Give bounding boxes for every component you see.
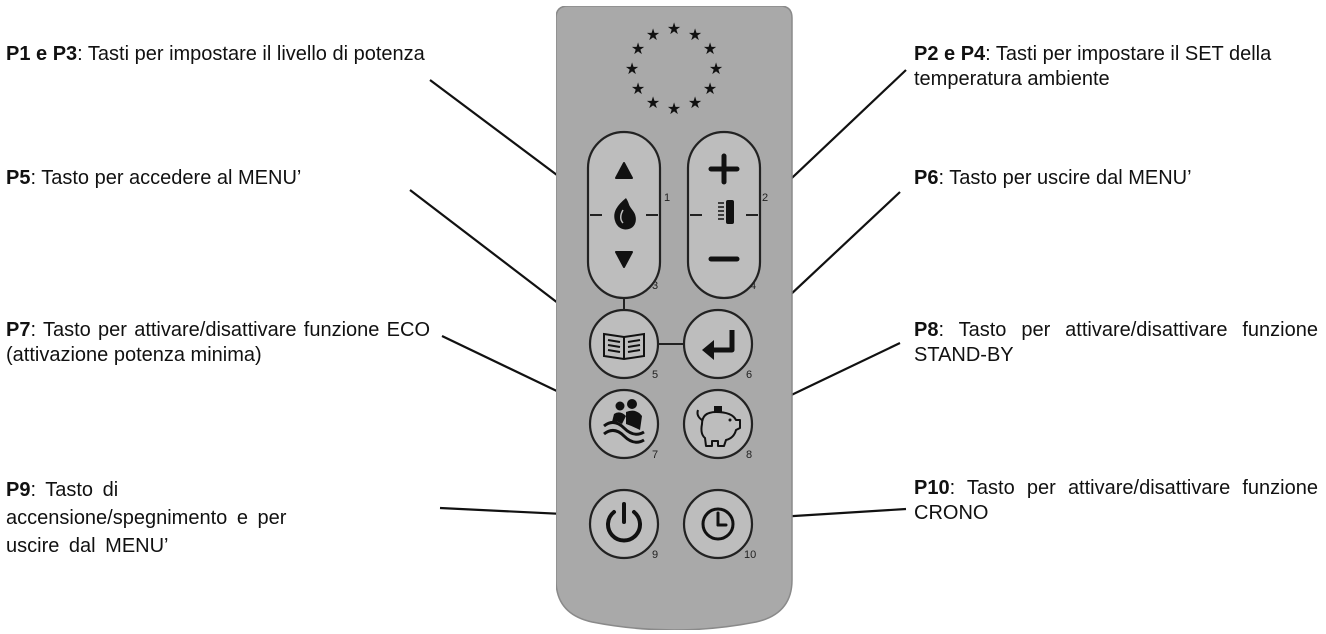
button-number-2: 2 <box>762 192 768 204</box>
callout-p6: P6: Tasto per uscire dal MENU’ <box>914 166 1324 191</box>
svg-text:★: ★ <box>646 93 660 112</box>
callout-key: P1 e P3 <box>6 43 78 65</box>
callout-key: P7 <box>6 319 31 341</box>
b2-plus-button[interactable] <box>708 153 740 185</box>
button-number-4: 4 <box>750 280 756 292</box>
power-level-buttons <box>586 130 662 300</box>
b1-up-button[interactable] <box>615 162 633 179</box>
power-icon <box>606 502 642 543</box>
remote-control: ★ ★ ★ ★ ★ ★ ★ ★ ★ ★ ★ ★ <box>556 6 793 630</box>
callout-text: : Tasto per accedere al MENU’ <box>30 167 302 189</box>
callout-p9: P9: Tasto di accensione/spegnimento e pe… <box>6 476 346 560</box>
button-numbers: 1 2 3 4 5 6 7 8 9 10 <box>652 192 768 561</box>
callout-key: P10 <box>914 477 950 499</box>
flame-icon <box>612 195 638 231</box>
button-number-8: 8 <box>746 449 752 461</box>
callout-p1-p3: P1 e P3: Tasti per impostare il livello … <box>6 42 436 67</box>
b6-exit-button[interactable] <box>682 308 754 380</box>
button-number-5: 5 <box>652 369 658 381</box>
svg-text:★: ★ <box>703 79 717 98</box>
b3-down-button[interactable] <box>615 251 633 268</box>
piggy-bank-icon <box>696 406 741 447</box>
eco-wave-icon <box>603 399 645 444</box>
svg-text:★: ★ <box>709 59 723 78</box>
callout-text: : Tasti per impostare il livello di pote… <box>77 43 425 65</box>
button-number-9: 9 <box>652 549 658 561</box>
book-menu-icon <box>603 332 645 361</box>
callout-key: P2 e P4 <box>914 43 986 65</box>
callout-text: : Tasto di accensione/spegnimento e per … <box>6 479 287 557</box>
callout-p5: P5: Tasto per accedere al MENU’ <box>6 166 436 191</box>
callout-p8: P8: Tasto per attivare/disattivare funzi… <box>914 318 1318 368</box>
svg-text:★: ★ <box>667 99 681 118</box>
plus-icon <box>708 153 740 185</box>
button-number-10: 10 <box>744 549 756 561</box>
callout-key: P9 <box>6 479 31 501</box>
callout-text: : Tasto per attivare/disattivare funzion… <box>6 319 430 366</box>
thermometer-icon <box>718 200 734 224</box>
svg-text:★: ★ <box>646 25 660 44</box>
callout-p7: P7: Tasto per attivare/disattivare funzi… <box>6 318 430 368</box>
callout-text: : Tasto per uscire dal MENU’ <box>938 167 1192 189</box>
button-number-1: 1 <box>664 192 670 204</box>
callout-p2-p4: P2 e P4: Tasti per impostare il SET dell… <box>914 42 1324 92</box>
button-number-7: 7 <box>652 449 658 461</box>
eu-stars-icon: ★ ★ ★ ★ ★ ★ ★ ★ ★ ★ ★ ★ <box>625 19 723 118</box>
svg-text:★: ★ <box>703 39 717 58</box>
callout-key: P5 <box>6 167 31 189</box>
svg-text:★: ★ <box>688 25 702 44</box>
svg-text:★: ★ <box>631 39 645 58</box>
b5-menu-button[interactable] <box>588 308 660 380</box>
button-number-6: 6 <box>746 369 752 381</box>
enter-return-icon <box>702 330 735 360</box>
svg-text:★: ★ <box>667 19 681 38</box>
clock-icon <box>701 507 735 541</box>
callout-key: P8 <box>914 319 939 341</box>
callout-key: P6 <box>914 167 939 189</box>
b7-eco-button[interactable] <box>588 388 660 460</box>
svg-text:★: ★ <box>625 59 639 78</box>
b10-crono-button[interactable] <box>682 488 754 560</box>
callout-p10: P10: Tasto per attivare/disattivare funz… <box>914 476 1318 526</box>
callout-text: : Tasti per impostare il SET della tempe… <box>914 43 1272 90</box>
b9-power-button[interactable] <box>588 488 660 560</box>
up-arrow-icon <box>615 162 633 179</box>
down-arrow-icon <box>615 251 633 268</box>
button-number-3: 3 <box>652 280 658 292</box>
b8-standby-button[interactable] <box>682 388 754 460</box>
svg-text:★: ★ <box>631 79 645 98</box>
temperature-buttons <box>686 130 762 300</box>
callout-text: : Tasto per attivare/disattivare funzion… <box>914 477 1318 524</box>
svg-text:★: ★ <box>688 93 702 112</box>
callout-text: : Tasto per attivare/disattivare funzion… <box>914 319 1318 366</box>
